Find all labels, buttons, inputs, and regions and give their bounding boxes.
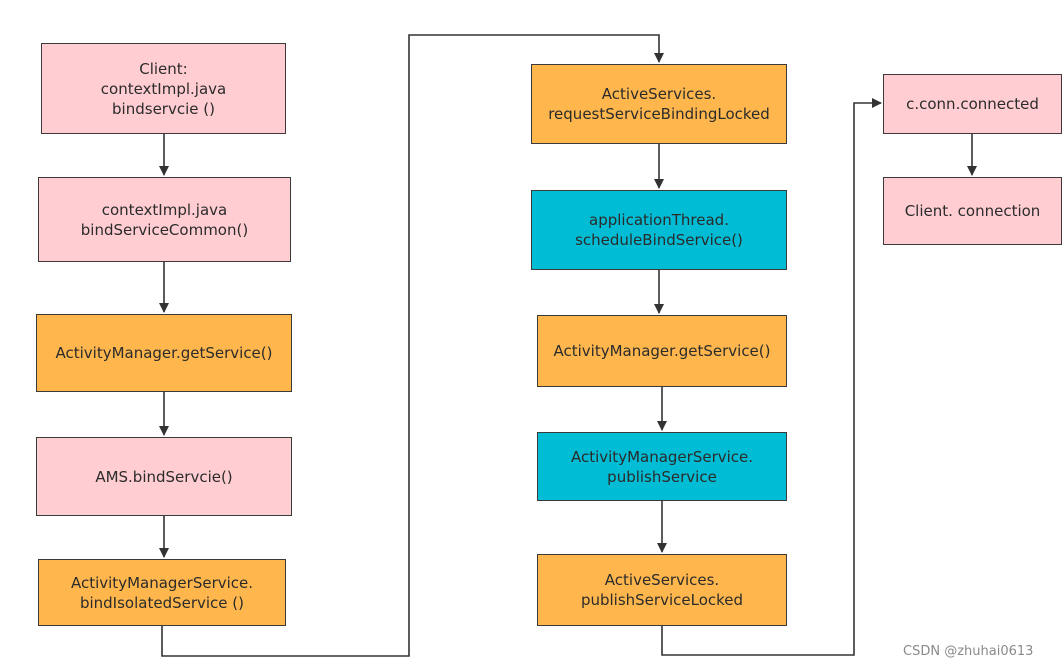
node-publish-service-locked: ActiveServices. publishServiceLocked [537,554,787,626]
node-publish-service: ActivityManagerService. publishService [537,432,787,501]
node-activity-manager-get-service-left-label: ActivityManager.getService() [55,344,273,362]
node-client-bindservice: Client: contextImpl.java bindservcie () [41,43,286,134]
node-bind-isolated-service: ActivityManagerService. bindIsolatedServ… [38,559,286,626]
node-conn-connected: c.conn.connected [883,74,1062,134]
node-activity-manager-get-service-left: ActivityManager.getService() [36,314,292,392]
node-bind-service-common: contextImpl.java bindServiceCommon() [38,177,291,262]
arrow-n5-n6 [161,34,664,657]
node-activity-manager-get-service-right: ActivityManager.getService() [537,315,787,387]
node-publish-service-label: ActivityManagerService. publishService [570,447,754,486]
node-bind-isolated-service-label: ActivityManagerService. bindIsolatedServ… [70,573,254,612]
node-bind-service-common-label: contextImpl.java bindServiceCommon() [80,200,249,239]
node-client-bindservice-label: Client: contextImpl.java bindservcie () [100,59,227,118]
node-request-service-binding-locked-label: ActiveServices. requestServiceBindingLoc… [548,85,770,123]
node-ams-bind-service: AMS.bindServcie() [36,437,292,516]
arrow-n10-n11 [661,98,882,656]
node-conn-connected-label: c.conn.connected [906,95,1039,113]
node-publish-service-locked-label: ActiveServices. publishServiceLocked [580,571,744,609]
node-schedule-bind-service: applicationThread. scheduleBindService() [531,190,787,270]
node-request-service-binding-locked: ActiveServices. requestServiceBindingLoc… [531,64,787,144]
node-client-connection-label: Client. connection [904,202,1041,220]
node-activity-manager-get-service-right-label: ActivityManager.getService() [553,342,771,360]
node-schedule-bind-service-label: applicationThread. scheduleBindService() [575,211,743,249]
node-client-connection: Client. connection [883,177,1062,245]
csdn-watermark: CSDN @zhuhai0613 [903,644,1034,659]
node-ams-bind-service-label: AMS.bindServcie() [95,467,233,486]
